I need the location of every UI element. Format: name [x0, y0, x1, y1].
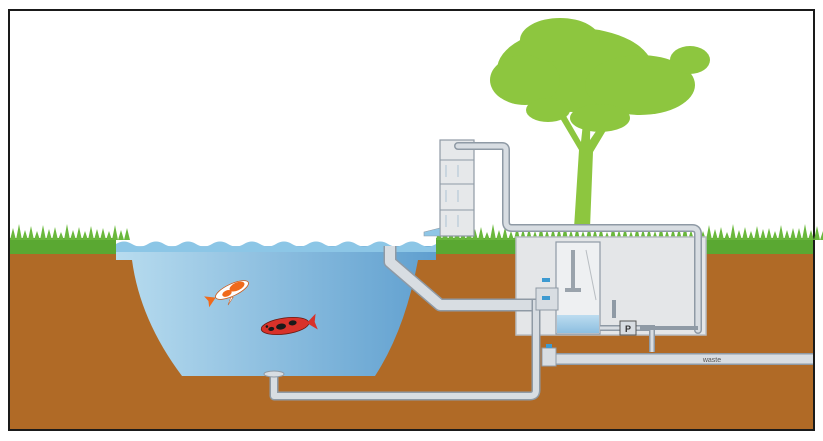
skimmer-pipe: [383, 246, 540, 312]
return-pipe: [454, 142, 702, 334]
grass-blades-right: [436, 224, 823, 240]
pump-label: P: [625, 324, 631, 334]
bottom-drain-pipe: [269, 300, 541, 401]
valve-icon: [542, 278, 550, 282]
tree-icon: [490, 18, 710, 228]
pond-surface-waves: [116, 241, 436, 252]
pond-water: [116, 246, 436, 376]
waste-label: waste: [702, 357, 721, 364]
gravity-filter-tower: [423, 139, 475, 237]
valve-icon: [542, 296, 550, 300]
koi-fish-icon: [260, 313, 318, 335]
pump-icon: [619, 320, 637, 336]
sieve-filter-tank: [555, 241, 601, 335]
grass-left: [10, 238, 116, 254]
filter-chamber: [515, 236, 707, 336]
pump-line: [600, 300, 698, 352]
valve-icon: [546, 344, 552, 348]
bottom-drain-icon: [263, 370, 285, 378]
waste-valve-body: [541, 347, 557, 367]
koi-fish-icon: [204, 280, 249, 308]
